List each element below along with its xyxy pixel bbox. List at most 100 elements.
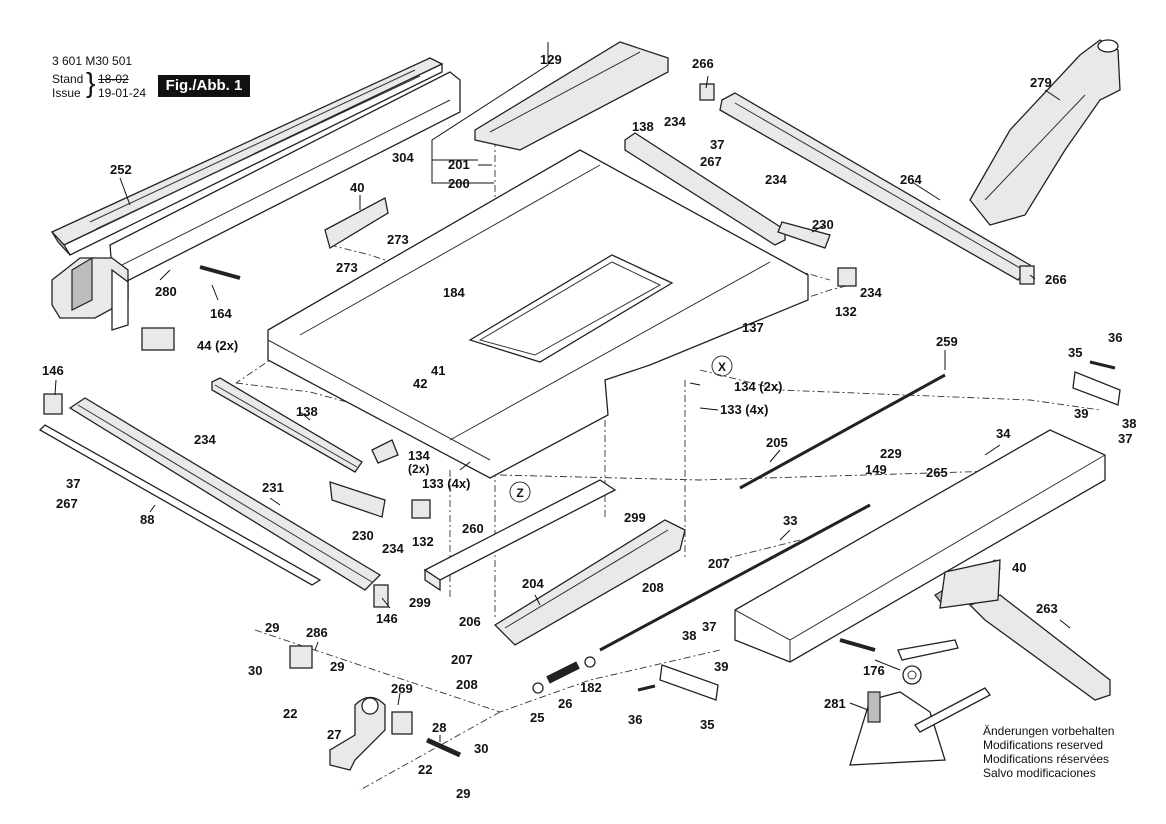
label-134-left: 134	[408, 448, 430, 463]
label-40-top: 40	[350, 180, 364, 195]
label-39-right: 39	[1074, 406, 1088, 421]
label-29-b: 29	[330, 659, 344, 674]
cover-plate-129	[474, 41, 669, 151]
label-204: 204	[522, 576, 544, 591]
label-260: 260	[462, 521, 484, 536]
rod-33	[599, 503, 871, 652]
label-208-right: 208	[642, 580, 664, 595]
label-36-top: 36	[1108, 330, 1122, 345]
brace-glyph: }	[86, 67, 96, 98]
label-267-left: 267	[56, 496, 78, 511]
label-44: 44 (2x)	[197, 338, 238, 353]
label-29-c: 29	[456, 786, 470, 801]
rod-205	[739, 373, 946, 490]
label-200: 200	[448, 176, 470, 191]
label-138-left: 138	[296, 404, 318, 419]
label-234-b: 234	[765, 172, 787, 187]
rail-231	[38, 397, 382, 591]
label-266-right: 266	[1045, 272, 1067, 287]
label-37-left: 37	[66, 476, 80, 491]
label-269: 269	[391, 681, 413, 696]
label-230-top: 230	[812, 217, 834, 232]
label-26: 26	[558, 696, 572, 711]
label-37-bottom: 37	[702, 619, 716, 634]
label-35-bottom: 35	[700, 717, 714, 732]
label-206: 206	[459, 614, 481, 629]
label-267-top: 267	[700, 154, 722, 169]
label-41: 41	[431, 363, 445, 378]
label-234-c: 234	[860, 285, 882, 300]
label-184: 184	[443, 285, 465, 300]
label-205: 205	[766, 435, 788, 450]
label-137: 137	[742, 320, 764, 335]
label-132-top: 132	[835, 304, 857, 319]
label-286: 286	[306, 625, 328, 640]
label-134-left-qty: (2x)	[408, 462, 429, 476]
label-30-b: 30	[474, 741, 488, 756]
note-de: Änderungen vorbehalten	[983, 724, 1115, 738]
fence-body-280	[51, 71, 461, 331]
label-279: 279	[1030, 75, 1052, 90]
label-273-a: 273	[387, 232, 409, 247]
label-265: 265	[926, 465, 948, 480]
note-en: Modifications reserved	[983, 738, 1104, 752]
label-263: 263	[1036, 601, 1058, 616]
issue-label: Issue	[52, 86, 81, 100]
label-132-left: 132	[412, 534, 434, 549]
bracket-263	[968, 594, 1111, 701]
rail-138-left	[211, 377, 363, 473]
label-149: 149	[865, 462, 887, 477]
bracket-204	[493, 519, 686, 646]
label-33: 33	[783, 513, 797, 528]
label-30-a: 30	[248, 663, 262, 678]
label-207-right: 207	[708, 556, 730, 571]
label-208-left: 208	[456, 677, 478, 692]
small-parts	[43, 83, 1121, 758]
label-182: 182	[580, 680, 602, 695]
marker-x: X	[718, 360, 726, 374]
label-201: 201	[448, 157, 470, 172]
table-top-137	[267, 149, 809, 479]
handle-27	[329, 696, 386, 771]
label-38-right: 38	[1122, 416, 1136, 431]
label-252: 252	[110, 162, 132, 177]
label-299-left: 299	[409, 595, 431, 610]
label-299-right: 299	[624, 510, 646, 525]
note-fr: Modifications réservées	[983, 752, 1110, 766]
label-133-right: 133 (4x)	[720, 402, 768, 417]
label-230-left: 230	[352, 528, 374, 543]
figure-badge: Fig./Abb. 1	[158, 75, 250, 97]
label-36-bottom: 36	[628, 712, 642, 727]
label-207-left: 207	[451, 652, 473, 667]
label-264: 264	[900, 172, 922, 187]
label-138-top: 138	[632, 119, 654, 134]
label-146-bottom: 146	[376, 611, 398, 626]
label-231: 231	[262, 480, 284, 495]
guard-279	[969, 39, 1121, 226]
label-133-left: 133 (4x)	[422, 476, 470, 491]
rail-252	[50, 57, 444, 256]
label-280: 280	[155, 284, 177, 299]
label-22-a: 22	[283, 706, 297, 721]
document-number: 3 601 M30 501	[52, 54, 133, 68]
label-42: 42	[413, 376, 427, 391]
label-22-b: 22	[418, 762, 432, 777]
label-164: 164	[210, 306, 232, 321]
label-234-a: 234	[664, 114, 686, 129]
label-40-right: 40	[1012, 560, 1026, 575]
label-28: 28	[432, 720, 446, 735]
label-234-e: 234	[382, 541, 404, 556]
issue-date: 19-01-24	[98, 86, 147, 100]
label-146-top: 146	[42, 363, 64, 378]
label-35-top: 35	[1068, 345, 1082, 360]
label-176: 176	[863, 663, 885, 678]
rail-138-right	[624, 132, 786, 246]
label-37-right: 37	[1118, 431, 1132, 446]
label-88: 88	[140, 512, 154, 527]
marker-z: Z	[516, 486, 523, 500]
stand-label: Stand	[52, 72, 84, 86]
label-39-bottom: 39	[714, 659, 728, 674]
label-281: 281	[824, 696, 846, 711]
